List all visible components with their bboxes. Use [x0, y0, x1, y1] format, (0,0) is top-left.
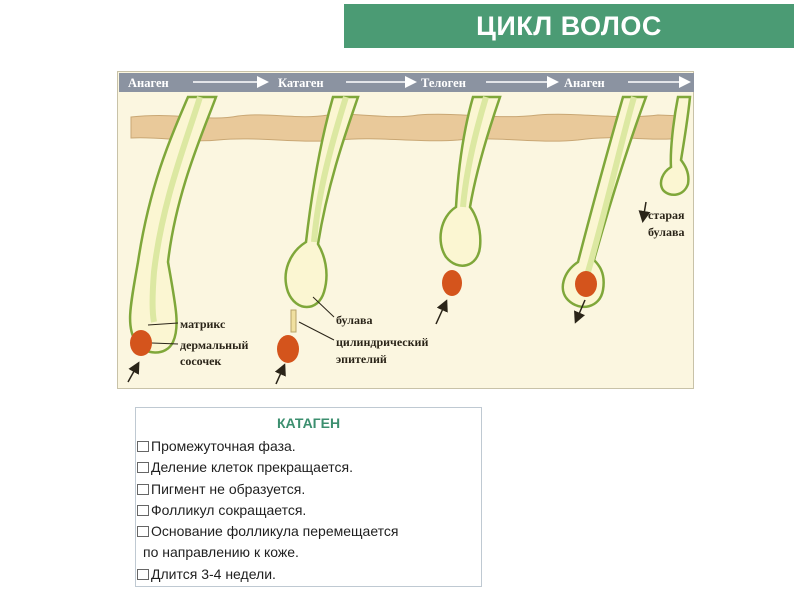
- label-club: булава: [336, 313, 372, 327]
- bullet-box-icon: [137, 462, 149, 474]
- catagen-list-item: по направлению к коже.: [136, 542, 399, 563]
- catagen-list-item: Промежуточная фаза.: [136, 436, 399, 457]
- follicle-catagen: [277, 95, 360, 363]
- bullet-box-icon: [137, 568, 149, 580]
- phase-label-telogen: Телоген: [421, 76, 466, 90]
- label-dermal-papilla-2: сосочек: [180, 354, 221, 368]
- old-club: [659, 95, 692, 197]
- catagen-list-text: по направлению к коже.: [143, 544, 299, 561]
- catagen-list-item: Пигмент не образуется.: [136, 479, 399, 500]
- catagen-list: Промежуточная фаза. Деление клеток прекра…: [136, 436, 399, 585]
- label-old-club-2: булава: [648, 225, 684, 239]
- bullet-box-icon: [137, 526, 149, 538]
- dermal-papilla-1: [130, 330, 152, 356]
- label-old-club-1: старая: [648, 208, 685, 222]
- catagen-list-item: Основание фолликула перемещается: [136, 521, 399, 542]
- follicle-anagen-1: [128, 95, 218, 356]
- label-matrix: матрикс: [180, 317, 226, 331]
- label-cyl-epithelium-2: эпителий: [336, 352, 387, 366]
- catagen-list-item: Фолликул сокращается.: [136, 500, 399, 521]
- phase-label-anagen-1: Анаген: [128, 76, 169, 90]
- catagen-list-text: Деление клеток прекращается.: [151, 459, 354, 476]
- phase-label-anagen-2: Анаген: [564, 76, 605, 90]
- catagen-description-box: КАТАГЕН Промежуточная фаза. Деление клето…: [135, 407, 482, 587]
- catagen-list-item: Деление клеток прекращается.: [136, 457, 399, 478]
- follicle-anagen-2: [561, 95, 692, 309]
- phase-label-catagen: Катаген: [278, 76, 324, 90]
- catagen-list-text: Промежуточная фаза.: [151, 438, 296, 454]
- bullet-box-icon: [137, 504, 149, 516]
- hair-cycle-illustration: Анаген Катаген Телоген Анаген: [119, 73, 694, 385]
- dermal-papilla-4: [575, 271, 597, 297]
- catagen-list-text: Длится 3-4 недели.: [151, 565, 276, 582]
- label-cyl-epithelium-1: цилиндрический: [336, 335, 428, 349]
- page-title: ЦИКЛ ВОЛОС: [344, 4, 794, 48]
- catagen-list-text: Пигмент не образуется.: [151, 480, 306, 497]
- catagen-list-text: Фолликул сокращается.: [151, 501, 307, 518]
- catagen-title: КАТАГЕН: [276, 415, 341, 431]
- follicle-telogen: [439, 95, 502, 296]
- skin-layer: [130, 113, 684, 142]
- dermal-papilla-3: [442, 270, 462, 296]
- catagen-list-text: Основание фолликула перемещается: [151, 523, 399, 540]
- catagen-list-item: Длится 3-4 недели.: [136, 564, 399, 585]
- label-dermal-papilla-1: дермальный: [180, 338, 248, 352]
- hair-cycle-diagram: Анаген Катаген Телоген Анаген: [117, 71, 694, 389]
- dermal-papilla-2: [277, 335, 299, 363]
- bullet-box-icon: [137, 441, 149, 452]
- bullet-box-icon: [137, 483, 149, 495]
